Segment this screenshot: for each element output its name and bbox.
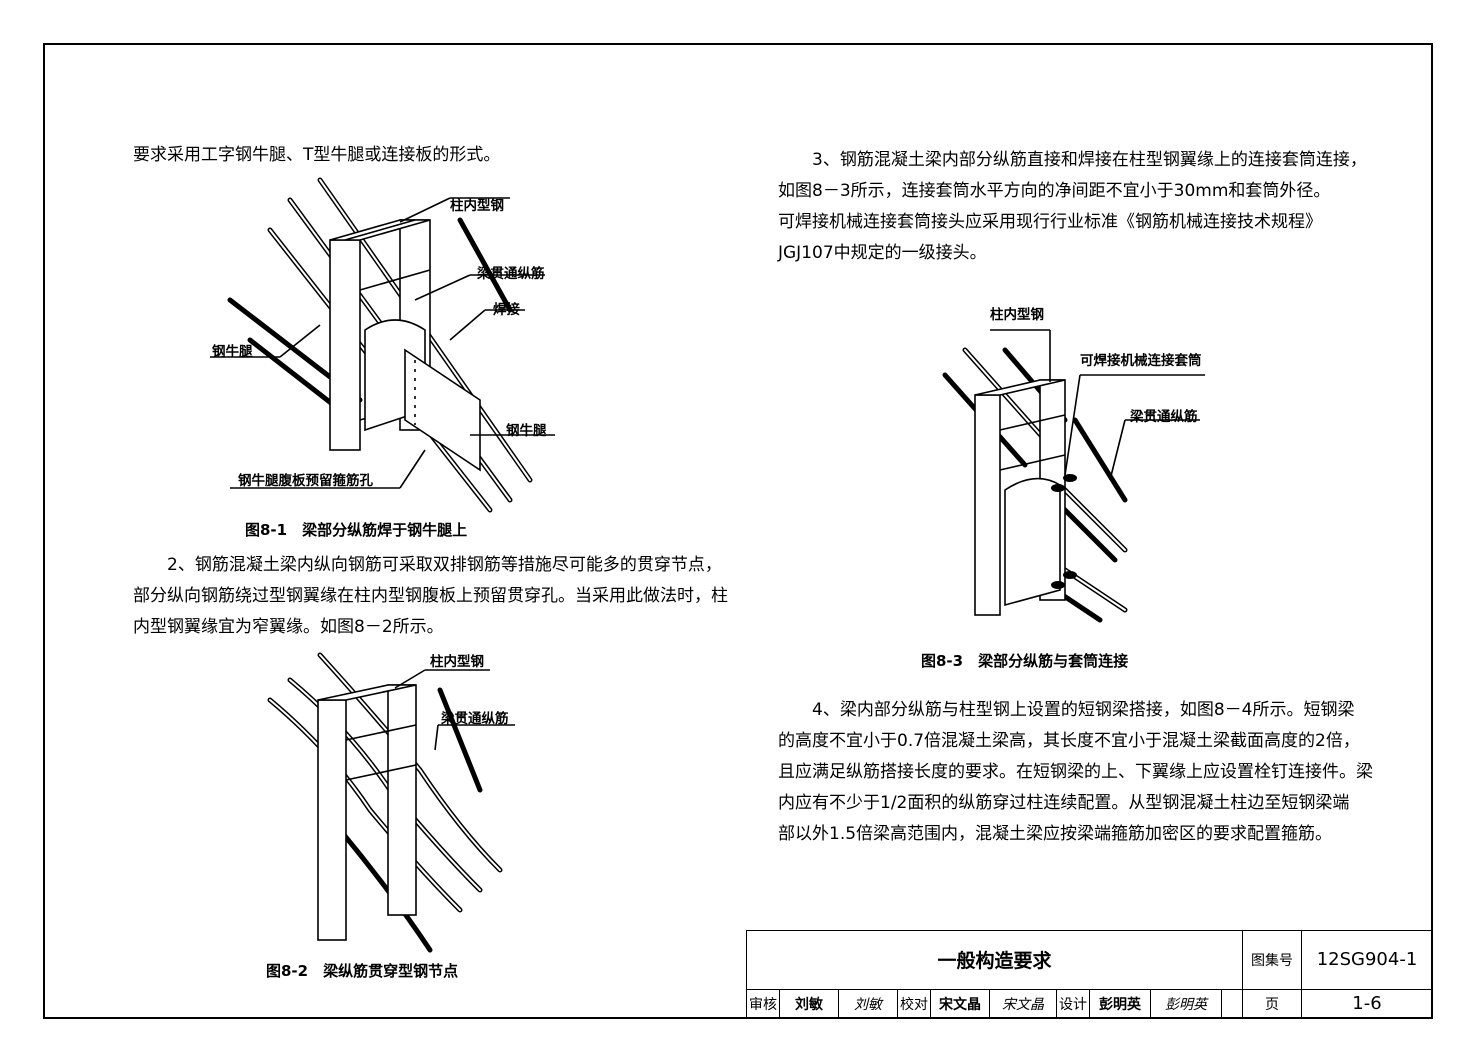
fig1-label-corbel-right: 钢牛腿 bbox=[506, 423, 547, 439]
title-block: 一般构造要求 图集号 12SG904-1 审核 刘敏 刘敏 校对 宋文晶 宋文晶… bbox=[746, 930, 1433, 1020]
intro-text: 要求采用工字钢牛腿、T型牛腿或连接板的形式。 bbox=[133, 145, 501, 165]
reviewer-name: 刘敏 bbox=[779, 988, 839, 1020]
atlas-number: 12SG904-1 bbox=[1301, 930, 1433, 990]
check-label: 校对 bbox=[897, 988, 931, 1020]
fig2-label-rebar: 梁贯通纵筋 bbox=[441, 711, 509, 727]
designer-name: 彭明英 bbox=[1089, 988, 1151, 1020]
para-2: 2、钢筋混凝土梁内纵向钢筋可采取双排钢筋等措施尽可能多的贯穿节点， 部分纵向钢筋… bbox=[133, 555, 728, 637]
fig1-label-column-steel: 柱内型钢 bbox=[450, 198, 504, 214]
review-label: 审核 bbox=[746, 988, 780, 1020]
para-3: 3、钢筋混凝土梁内部分纵筋直接和焊接在柱型钢翼缘上的连接套筒连接， 如图8－3所… bbox=[778, 150, 1367, 263]
fig1-label-corbel-left: 钢牛腿 bbox=[212, 344, 253, 360]
reviewer-signature: 刘敏 bbox=[838, 988, 898, 1020]
fig1-label-stirrup-hole: 钢牛腿腹板预留箍筋孔 bbox=[238, 473, 373, 489]
checker-signature: 宋文晶 bbox=[989, 988, 1057, 1020]
design-label: 设计 bbox=[1056, 988, 1090, 1020]
figure-8-2 bbox=[267, 652, 515, 953]
drawing-title: 一般构造要求 bbox=[746, 930, 1243, 990]
page-label: 页 bbox=[1242, 988, 1302, 1020]
fig3-label-rebar: 梁贯通纵筋 bbox=[1130, 409, 1198, 425]
fig3-label-coupler: 可焊接机械连接套筒 bbox=[1080, 353, 1202, 369]
page-number: 1-6 bbox=[1301, 988, 1433, 1020]
atlas-label: 图集号 bbox=[1242, 930, 1302, 990]
figure-8-1 bbox=[210, 177, 555, 513]
figure-8-3 bbox=[942, 329, 1205, 623]
fig2-label-column-steel: 柱内型钢 bbox=[430, 654, 484, 670]
fig1-label-weld: 焊接 bbox=[493, 302, 520, 318]
designer-signature: 彭明英 bbox=[1150, 988, 1222, 1020]
fig1-caption: 图8-1 梁部分纵筋焊于钢牛腿上 bbox=[245, 521, 468, 539]
fig3-label-column-steel: 柱内型钢 bbox=[990, 307, 1044, 323]
fig3-caption: 图8-3 梁部分纵筋与套筒连接 bbox=[921, 652, 1129, 670]
drawing-frame bbox=[43, 43, 1433, 1019]
fig2-caption: 图8-2 梁纵筋贯穿型钢节点 bbox=[266, 962, 459, 980]
para-4: 4、梁内部分纵筋与柱型钢上设置的短钢梁搭接，如图8－4所示。短钢梁 的高度不宜小… bbox=[778, 700, 1373, 844]
checker-name: 宋文晶 bbox=[930, 988, 990, 1020]
fig1-label-rebar: 梁贯通纵筋 bbox=[477, 266, 545, 282]
